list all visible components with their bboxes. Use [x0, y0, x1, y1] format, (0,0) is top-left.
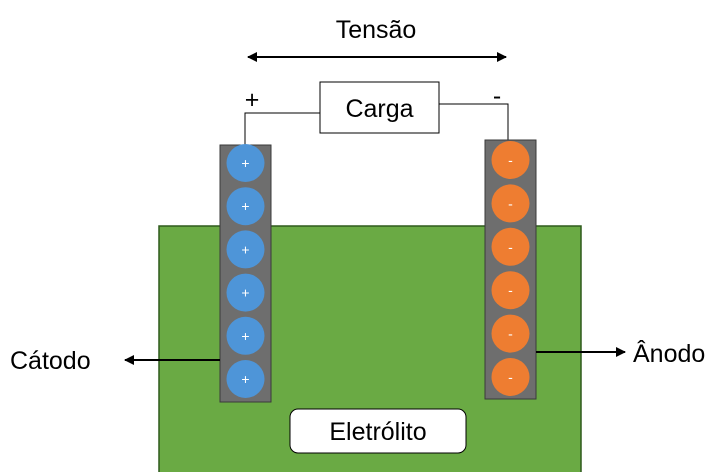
- anode-charge-sign: -: [508, 369, 513, 385]
- electrolyte-label: Eletrólito: [329, 418, 426, 446]
- cathode-charge-particle: [226, 360, 265, 398]
- anode-charge-particle: [491, 314, 530, 353]
- cathode-charges: + + + + + +: [226, 144, 265, 398]
- cathode-electrode: [219, 144, 272, 403]
- anode-charge-sign: -: [508, 195, 513, 211]
- anode-charge-sign: -: [508, 239, 513, 255]
- anode-charge-particle: [491, 271, 530, 310]
- cathode-charge-particle: [226, 144, 265, 182]
- cathode-charge-particle: [226, 230, 265, 269]
- cathode-charge-particle: [226, 316, 265, 355]
- voltage-label: Tensão: [336, 16, 417, 44]
- positive-terminal-sign: +: [245, 86, 260, 114]
- electrolyte-label-box: [289, 408, 467, 454]
- cathode-charge-sign: +: [241, 285, 249, 301]
- cathode-wire: [244, 112, 320, 145]
- anode-label: Ânodo: [633, 339, 705, 368]
- anode-charge-particle: [491, 227, 530, 266]
- anode-charge-sign: -: [508, 152, 513, 168]
- anode-charge-particle: [491, 358, 530, 396]
- load-label: Carga: [345, 95, 413, 123]
- load-box: [319, 81, 440, 134]
- negative-terminal-sign: -: [493, 82, 501, 110]
- cathode-charge-particle: [226, 187, 265, 226]
- cathode-charge-sign: +: [241, 241, 249, 257]
- anode-wire: [439, 103, 509, 145]
- anode-charge-sign: -: [508, 326, 513, 342]
- cathode-charge-sign: +: [241, 198, 249, 214]
- anode-charge-particle: [491, 184, 530, 223]
- cathode-label: Cátodo: [10, 347, 91, 375]
- cathode-charge-sign: +: [241, 328, 249, 344]
- anode-charge-particle: [491, 141, 530, 179]
- anode-charges: - - - - - -: [491, 141, 530, 396]
- cathode-charge-sign: +: [241, 371, 249, 387]
- anode-charge-sign: -: [508, 282, 513, 298]
- cathode-charge-particle: [226, 273, 265, 312]
- anode-electrode: [484, 139, 537, 400]
- cathode-charge-sign: +: [241, 155, 249, 171]
